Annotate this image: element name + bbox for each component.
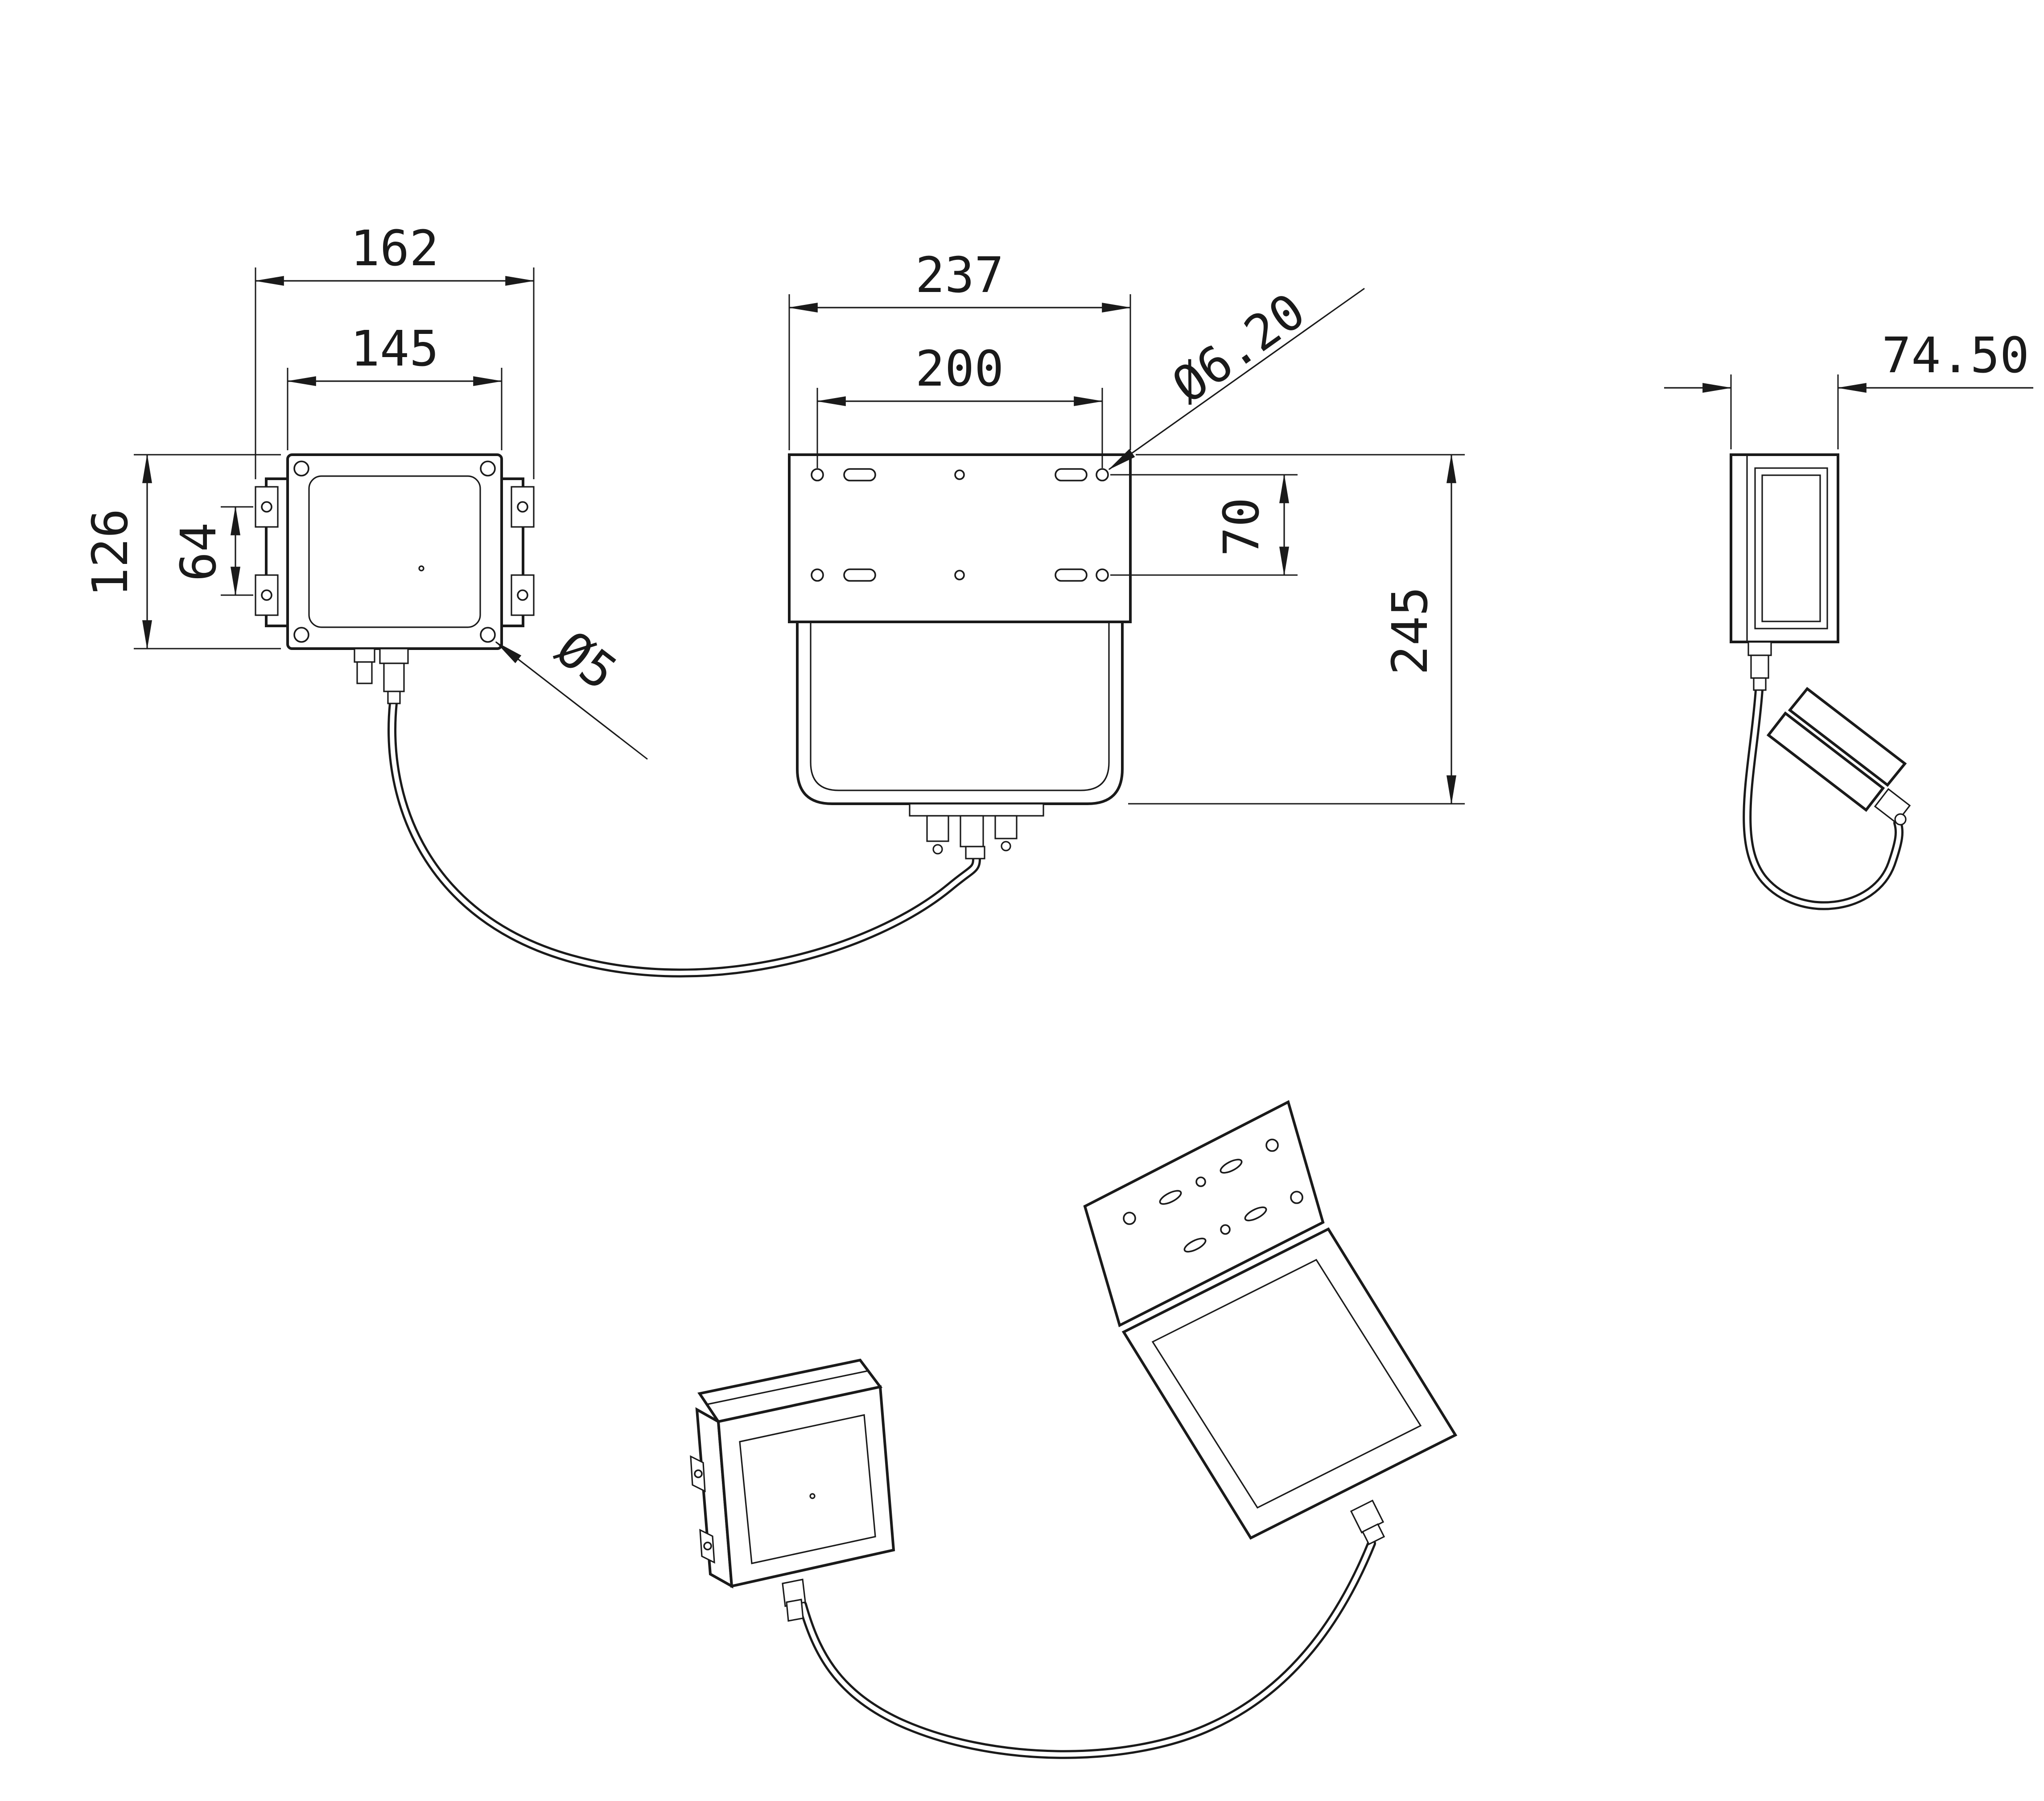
corner-screw [293,627,309,643]
bracket-connector-stub [1894,813,1907,826]
connector-nut [387,691,401,704]
face-mark [809,1493,816,1499]
corner-screw [480,461,496,477]
connector-pin [1001,841,1011,851]
mount-hole [1123,1212,1136,1225]
tab-hole [517,501,528,513]
cable-side-core [1745,688,1902,908]
connector [960,815,984,847]
mount-hole [811,468,824,481]
dim-text-126: 126 [82,509,139,597]
iso-bracket [1083,1100,1458,1546]
device-body [796,621,1124,805]
connector [994,815,1018,839]
corner-screw [293,461,309,477]
tab-hole [517,589,528,601]
dim-text-70: 70 [1213,498,1270,556]
connector [379,648,409,664]
slot-hole [1183,1238,1207,1253]
connector-stub [965,846,985,859]
dim-text-145: 145 [350,320,439,377]
tab [511,574,535,616]
box-front-inset [739,1414,876,1564]
isometric-view [690,1100,1458,1759]
slot-hole [843,568,876,582]
slot-hole [1055,468,1088,481]
dim-text-162: 162 [350,220,439,277]
bracket-panel-inset [1151,1258,1422,1509]
connector [1747,641,1772,656]
center-hole [1220,1224,1231,1235]
mount-hole [811,568,824,582]
tab-hole [261,501,272,513]
dim-text-64: 64 [170,522,227,581]
connector [356,661,373,684]
bracket-front-view: 237 200 Ø6.20 70 245 [788,247,1465,859]
slot-hole [1220,1159,1243,1174]
dim-text-200: 200 [915,340,1004,397]
face-mark [418,565,424,572]
side-tab-hole [694,1469,703,1478]
dim-text-237: 237 [915,247,1004,304]
leader-dia5 [495,641,620,739]
mount-hole [1096,568,1109,582]
bracket-plate-face [1083,1100,1325,1328]
slot-hole [1159,1190,1182,1205]
mount-hole [1290,1191,1303,1204]
tab-hole [261,589,272,601]
side-view: 74.50 [1664,327,2033,910]
bracket-side-plate [1788,687,1907,787]
cable-front-core [390,701,979,975]
connector [926,815,949,842]
mount-hole [1265,1139,1279,1152]
center-hole [954,570,965,580]
connector [354,648,375,663]
dim-text-dia620: Ø6.20 [1162,282,1315,415]
bracket-side-body [1766,711,1885,812]
sensor-face [308,475,481,628]
dim-text-7450: 74.50 [1882,327,2029,384]
center-hole [954,469,965,480]
connector-nut [1753,677,1767,691]
connector [786,1599,804,1622]
mounting-plate [788,453,1132,623]
slot-hole [1055,568,1088,582]
leader-tail [1331,288,1365,313]
connector-pin [932,844,943,855]
slot-hole [843,468,876,481]
connector [1350,1499,1385,1534]
device-body-inner [810,621,1110,791]
iso-sensor-box [690,1358,895,1622]
cable-iso [798,1539,1376,1759]
connector [383,662,405,692]
connector-stub [1361,1523,1385,1546]
dim-text-245: 245 [1381,587,1438,675]
cable-iso-core [800,1541,1374,1757]
mount-hole [1096,468,1109,481]
connector-base [909,803,1044,817]
box-top-rim [707,1370,869,1405]
leader-dia620 [1108,311,1331,470]
corner-screw [480,627,496,643]
center-hole [1195,1176,1206,1187]
connector [1750,654,1769,679]
sensor-side-inner2 [1761,474,1821,622]
leader-tail [619,737,648,760]
side-tab-hole [703,1542,712,1550]
slot-hole [1244,1206,1267,1221]
